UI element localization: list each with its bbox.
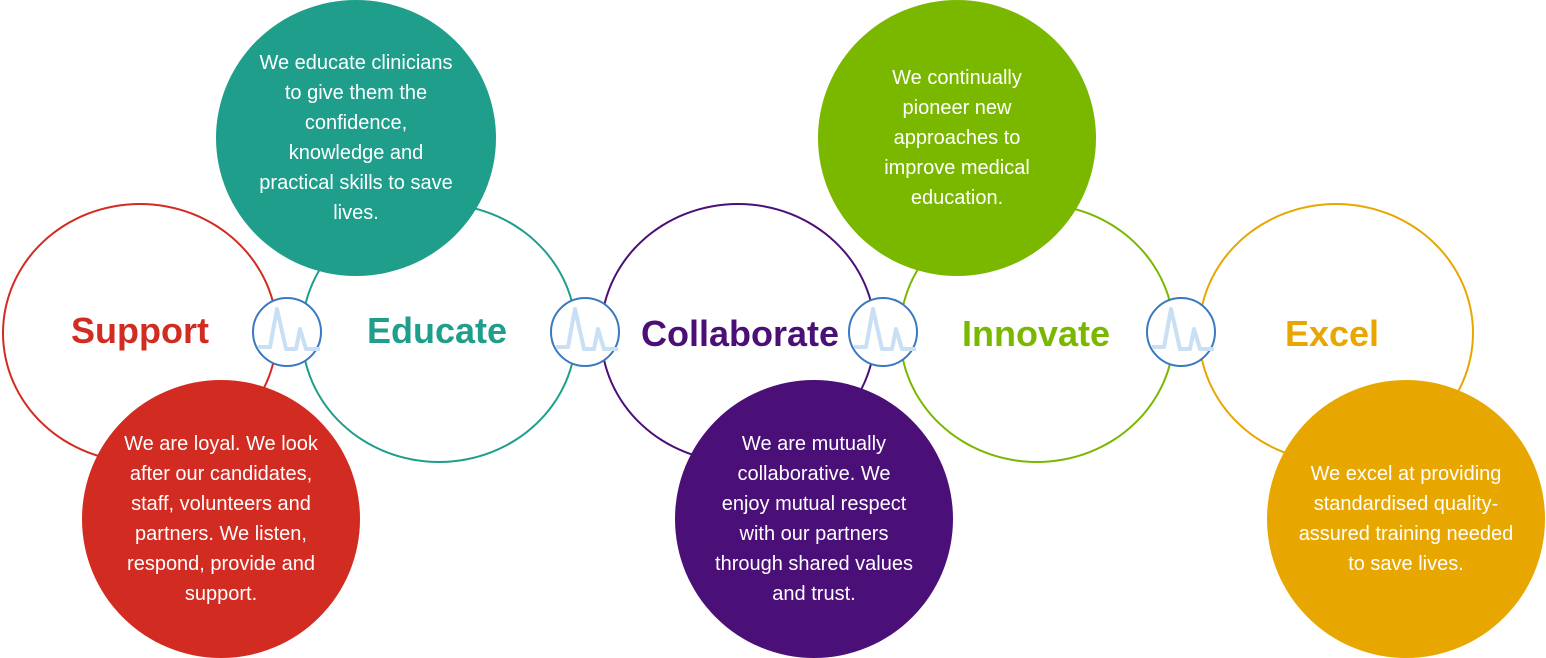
educate-description-bubble: We educate clinicians to give them the c…	[216, 0, 496, 276]
support-description-bubble: We are loyal. We look after our candidat…	[82, 380, 360, 658]
support-description: We are loyal. We look after our candidat…	[124, 433, 318, 605]
connector-innovate-excel	[1146, 297, 1216, 367]
excel-description-bubble: We excel at providing standardised quali…	[1267, 380, 1545, 658]
pulse-line-icon	[1152, 307, 1214, 351]
connector-collaborate-innovate	[848, 297, 918, 367]
pulse-line-icon	[258, 307, 320, 351]
connector-educate-collaborate	[550, 297, 620, 367]
excel-description: We excel at providing standardised quali…	[1298, 463, 1514, 575]
pulse-line-icon	[854, 307, 916, 351]
educate-title: Educate	[366, 310, 508, 351]
collaborate-description: We are mutually collaborative. We enjoy …	[715, 433, 913, 605]
excel-title: Excel	[1284, 313, 1380, 354]
innovate-description: We continually pioneer new approaches to…	[884, 67, 1030, 209]
pulse-line-icon	[556, 307, 618, 351]
connector-support-educate	[252, 297, 322, 367]
support-title: Support	[71, 310, 209, 351]
innovate-description-bubble: We continually pioneer new approaches to…	[818, 0, 1096, 276]
educate-description: We educate clinicians to give them the c…	[259, 52, 453, 224]
innovate-title: Innovate	[961, 313, 1111, 354]
collaborate-description-bubble: We are mutually collaborative. We enjoy …	[675, 380, 953, 658]
collaborate-title: Collaborate	[640, 313, 840, 354]
